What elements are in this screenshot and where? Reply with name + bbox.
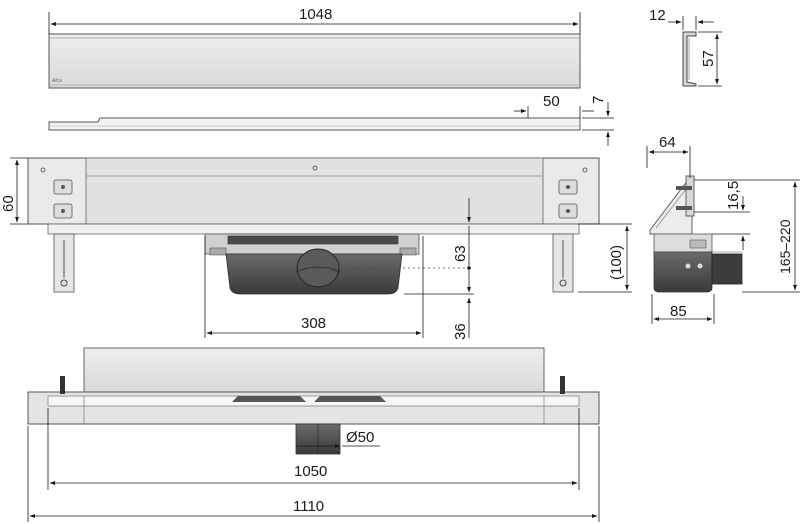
dim-channel-length: 1050: [47, 408, 580, 490]
channel-bottom-view: [27, 347, 600, 455]
dim-profile-height: 57: [698, 31, 722, 87]
grate-side-view: [48, 117, 581, 131]
dim-flange-height: 16,5: [694, 181, 750, 250]
dim-leg-height: (100): [578, 223, 632, 293]
dim-label-1110: 1110: [293, 498, 324, 515]
grate-top-view: Alca: [48, 33, 581, 89]
dim-height-range: 165–220: [694, 179, 800, 293]
dim-label-1048: 1048: [299, 6, 332, 23]
dim-grate-length: 1048: [48, 6, 581, 34]
dim-outlet-diameter: Ø50: [296, 429, 380, 448]
channel-front-view: [27, 157, 600, 295]
dim-label-16-5: 16,5: [725, 181, 742, 210]
dim-label-165-220: 165–220: [777, 219, 793, 274]
dim-label-85: 85: [670, 303, 687, 320]
dim-label-100: (100): [608, 245, 625, 280]
profile-detail: [682, 31, 697, 87]
dim-label-7: 7: [590, 96, 607, 104]
dim-label-60: 60: [0, 195, 17, 212]
dim-label-12: 12: [649, 7, 666, 24]
dim-profile-width: 12: [649, 7, 714, 30]
dim-label-64: 64: [659, 134, 676, 151]
dim-label-50: 50: [543, 93, 560, 110]
dim-overall-length: 1110: [27, 426, 600, 522]
dim-label-1050: 1050: [294, 463, 327, 480]
dim-slot: 50 7: [514, 93, 614, 146]
dim-outlet-width: 308: [204, 236, 424, 338]
section-view: [649, 175, 743, 293]
dim-section-width: 64: [646, 134, 691, 178]
dim-label-63: 63: [452, 245, 469, 262]
dim-outlet-height: 63 36: [404, 198, 474, 340]
dim-body-height: 60: [0, 157, 28, 225]
brand-logo: Alca: [51, 78, 62, 84]
dim-label-36: 36: [452, 323, 469, 340]
dim-section-base: 85: [651, 294, 715, 324]
dim-label-57: 57: [700, 50, 717, 67]
dim-label-308: 308: [301, 315, 326, 332]
dim-label-d50: Ø50: [346, 429, 374, 446]
